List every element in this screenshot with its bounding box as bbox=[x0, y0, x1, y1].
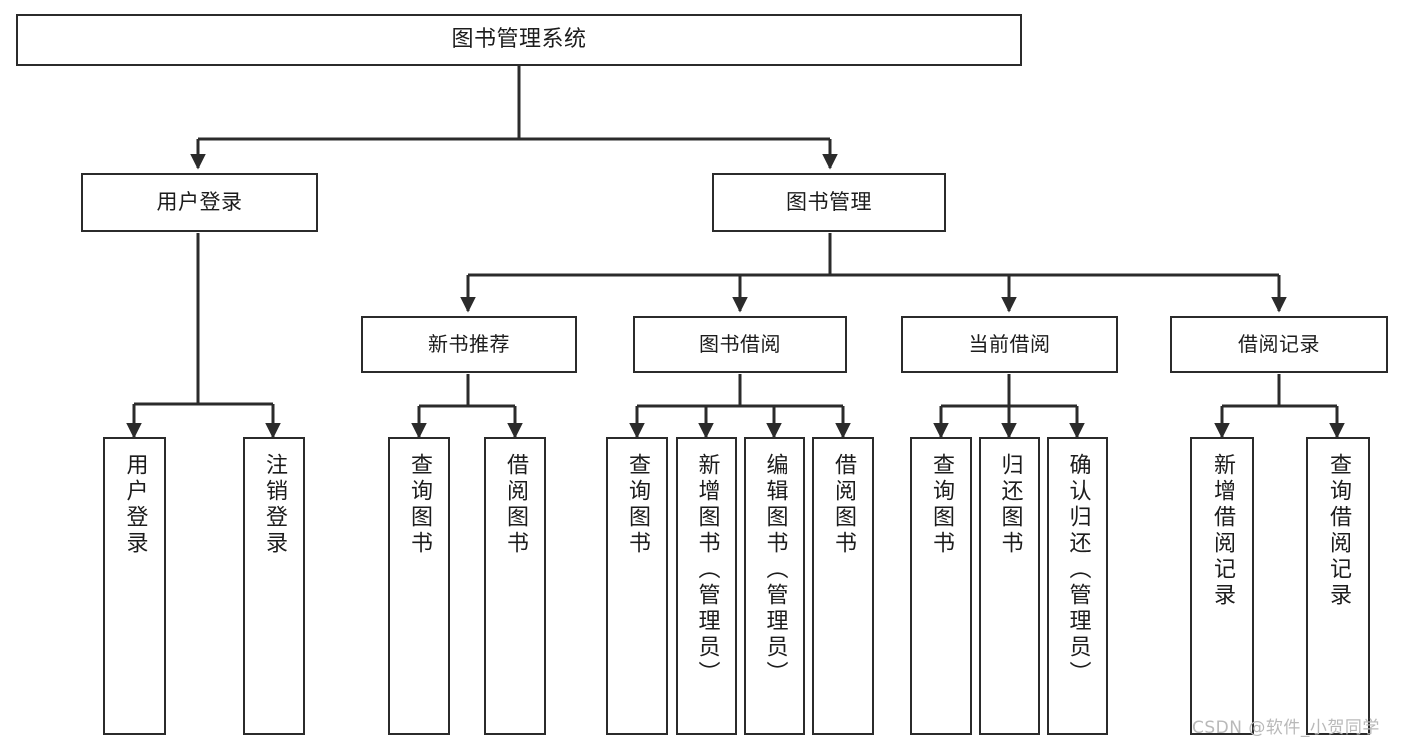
watermark-text: CSDN @软件_小贺同学 bbox=[1192, 718, 1380, 738]
node-leaf-borrow-book-2[interactable]: 借阅图书 bbox=[812, 437, 874, 735]
node-new-book-recommend-label: 新书推荐 bbox=[428, 331, 510, 356]
node-leaf-add-book-admin-label: 新增图书（管理员） bbox=[694, 453, 720, 687]
node-leaf-query-borrow-record-label: 查询借阅记录 bbox=[1326, 453, 1351, 609]
node-leaf-confirm-return-admin[interactable]: 确认归还（管理员） bbox=[1047, 437, 1108, 735]
node-leaf-logout-login[interactable]: 注销登录 bbox=[243, 437, 305, 735]
node-borrow-record[interactable]: 借阅记录 bbox=[1170, 316, 1388, 373]
node-leaf-borrow-book-1-label: 借阅图书 bbox=[503, 453, 528, 557]
node-user-login-label: 用户登录 bbox=[156, 190, 243, 215]
node-leaf-return-book-label: 归还图书 bbox=[997, 453, 1023, 557]
node-leaf-add-borrow-record-label: 新增借阅记录 bbox=[1210, 453, 1235, 609]
node-leaf-confirm-return-admin-label: 确认归还（管理员） bbox=[1065, 453, 1091, 687]
node-user-login[interactable]: 用户登录 bbox=[81, 173, 318, 232]
node-leaf-user-login-label: 用户登录 bbox=[122, 453, 148, 557]
node-borrow-record-label: 借阅记录 bbox=[1238, 331, 1320, 356]
node-leaf-return-book[interactable]: 归还图书 bbox=[979, 437, 1040, 735]
node-leaf-query-book-2[interactable]: 查询图书 bbox=[606, 437, 668, 735]
node-new-book-recommend[interactable]: 新书推荐 bbox=[361, 316, 577, 373]
node-leaf-query-book-3-label: 查询图书 bbox=[929, 453, 954, 557]
node-root-label: 图书管理系统 bbox=[451, 27, 587, 53]
node-current-borrow[interactable]: 当前借阅 bbox=[901, 316, 1118, 373]
node-leaf-borrow-book-1[interactable]: 借阅图书 bbox=[484, 437, 546, 735]
node-leaf-edit-book-admin[interactable]: 编辑图书（管理员） bbox=[744, 437, 805, 735]
node-leaf-logout-login-label: 注销登录 bbox=[262, 453, 287, 557]
node-leaf-add-book-admin[interactable]: 新增图书（管理员） bbox=[676, 437, 737, 735]
node-leaf-add-borrow-record[interactable]: 新增借阅记录 bbox=[1190, 437, 1254, 735]
node-current-borrow-label: 当前借阅 bbox=[968, 331, 1051, 356]
node-book-manage-label: 图书管理 bbox=[786, 190, 872, 215]
node-leaf-query-book-1[interactable]: 查询图书 bbox=[388, 437, 450, 735]
node-leaf-query-book-2-label: 查询图书 bbox=[625, 453, 650, 557]
node-leaf-query-book-3[interactable]: 查询图书 bbox=[910, 437, 972, 735]
node-leaf-query-book-1-label: 查询图书 bbox=[407, 453, 432, 557]
node-leaf-user-login[interactable]: 用户登录 bbox=[103, 437, 166, 735]
node-leaf-borrow-book-2-label: 借阅图书 bbox=[831, 453, 856, 557]
node-leaf-edit-book-admin-label: 编辑图书（管理员） bbox=[762, 453, 788, 687]
node-book-borrow[interactable]: 图书借阅 bbox=[633, 316, 847, 373]
node-book-manage[interactable]: 图书管理 bbox=[712, 173, 946, 232]
node-leaf-query-borrow-record[interactable]: 查询借阅记录 bbox=[1306, 437, 1370, 735]
node-root[interactable]: 图书管理系统 bbox=[16, 14, 1022, 66]
node-book-borrow-label: 图书借阅 bbox=[699, 331, 781, 356]
